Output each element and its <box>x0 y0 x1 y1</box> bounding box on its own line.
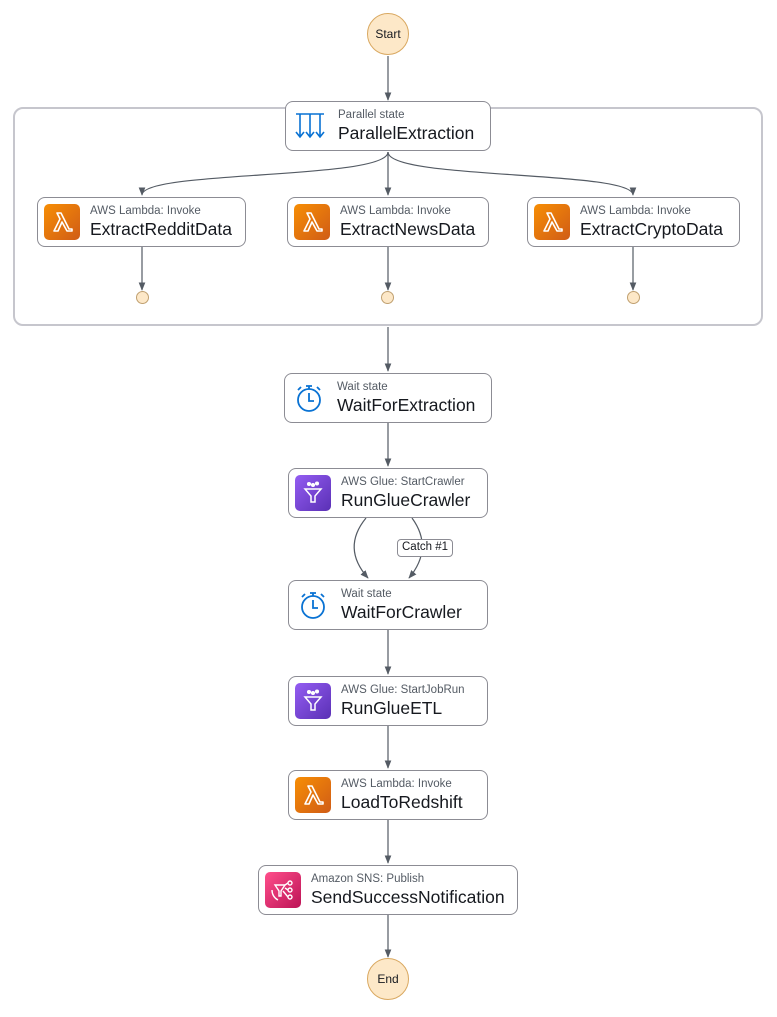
state-name: LoadToRedshift <box>341 792 463 812</box>
timer-icon <box>291 380 327 416</box>
branch-kind: AWS Lambda: Invoke <box>580 205 691 217</box>
parallel-state-node[interactable]: Parallel state ParallelExtraction <box>285 101 491 151</box>
branch-name: ExtractNewsData <box>340 219 476 239</box>
glue-etl-node[interactable]: AWS Glue: StartJobRun RunGlueETL <box>288 676 488 726</box>
state-name: WaitForCrawler <box>341 602 462 622</box>
branch-end-marker <box>381 291 394 304</box>
branch-kind: AWS Lambda: Invoke <box>340 205 451 217</box>
branch-name: ExtractCryptoData <box>580 219 723 239</box>
branch-name: ExtractRedditData <box>90 219 233 239</box>
load-redshift-node[interactable]: AWS Lambda: Invoke LoadToRedshift <box>288 770 488 820</box>
end-label: End <box>377 972 399 986</box>
parallel-icon <box>292 108 328 144</box>
catch-label: Catch #1 <box>397 539 454 557</box>
wait-extraction-node[interactable]: Wait state WaitForExtraction <box>284 373 492 423</box>
parallel-kind: Parallel state <box>338 109 405 121</box>
start-label: Start <box>375 27 401 41</box>
branch-node-reddit[interactable]: AWS Lambda: Invoke ExtractRedditData <box>37 197 246 247</box>
glue-crawler-node[interactable]: AWS Glue: StartCrawler RunGlueCrawler <box>288 468 488 518</box>
sns-icon <box>265 872 301 908</box>
lambda-icon <box>44 204 80 240</box>
lambda-icon <box>295 777 331 813</box>
state-kind: Amazon SNS: Publish <box>311 873 425 885</box>
state-kind: AWS Glue: StartJobRun <box>341 684 465 696</box>
glue-icon <box>295 683 331 719</box>
state-name: WaitForExtraction <box>337 395 476 415</box>
branch-node-crypto[interactable]: AWS Lambda: Invoke ExtractCryptoData <box>527 197 740 247</box>
wait-crawler-node[interactable]: Wait state WaitForCrawler <box>288 580 488 630</box>
state-name: RunGlueETL <box>341 698 443 718</box>
timer-icon <box>295 587 331 623</box>
state-kind: AWS Glue: StartCrawler <box>341 476 465 488</box>
lambda-icon <box>294 204 330 240</box>
branch-end-marker <box>627 291 640 304</box>
sns-publish-node[interactable]: Amazon SNS: Publish SendSuccessNotificat… <box>258 865 518 915</box>
glue-icon <box>295 475 331 511</box>
end-node[interactable]: End <box>367 958 409 1000</box>
state-kind: AWS Lambda: Invoke <box>341 778 452 790</box>
state-name: SendSuccessNotification <box>311 887 505 907</box>
branch-kind: AWS Lambda: Invoke <box>90 205 201 217</box>
branch-end-marker <box>136 291 149 304</box>
state-kind: Wait state <box>341 588 392 600</box>
state-kind: Wait state <box>337 381 388 393</box>
parallel-name: ParallelExtraction <box>338 123 475 143</box>
edge-parallel-to-reddit <box>138 151 389 196</box>
start-node[interactable]: Start <box>367 13 409 55</box>
edge-parallel-to-crypto <box>387 151 637 196</box>
edge-crawler-to-waitcrawler <box>353 517 369 579</box>
state-name: RunGlueCrawler <box>341 490 471 510</box>
branch-node-news[interactable]: AWS Lambda: Invoke ExtractNewsData <box>287 197 489 247</box>
lambda-icon <box>534 204 570 240</box>
